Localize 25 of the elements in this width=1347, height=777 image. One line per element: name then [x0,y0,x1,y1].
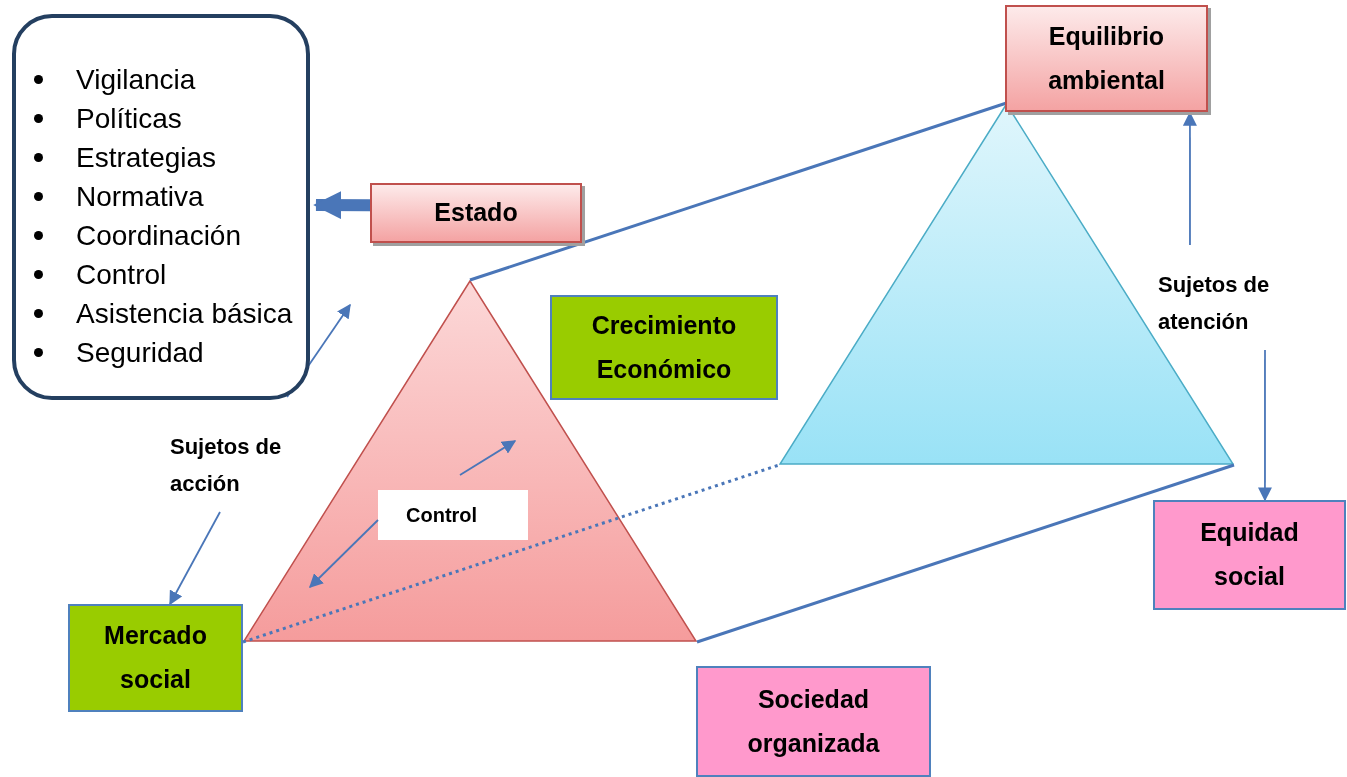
arrow [1257,349,1272,502]
connector-line [469,101,1007,282]
list-item: Políticas [16,99,306,138]
arrow [169,511,221,606]
arrow [309,519,379,588]
title-box: Estado [370,183,582,243]
text-label: Control [378,490,528,540]
list-item: Asistencia básica [16,294,306,333]
list-item: Coordinación [16,216,306,255]
text-label: Sujetos de atención [1158,271,1271,337]
text-label: Sujetos de acción [170,433,283,499]
connector-line [696,463,1235,644]
title-box: Equidad social [1153,500,1346,610]
list-item: Normativa [16,177,306,216]
connector-line [242,463,780,644]
arrow [313,191,371,220]
list-item: Control [16,255,306,294]
list-item: Estrategias [16,138,306,177]
list-item: Vigilancia [16,60,306,99]
title-box: Equilibrio ambiental [1005,5,1208,112]
title-box: Sociedad organizada [696,666,931,777]
title-box: Mercado social [68,604,243,712]
list-item: Seguridad [16,333,306,372]
list-panel [12,14,310,400]
title-box: Crecimiento Económico [550,295,778,400]
